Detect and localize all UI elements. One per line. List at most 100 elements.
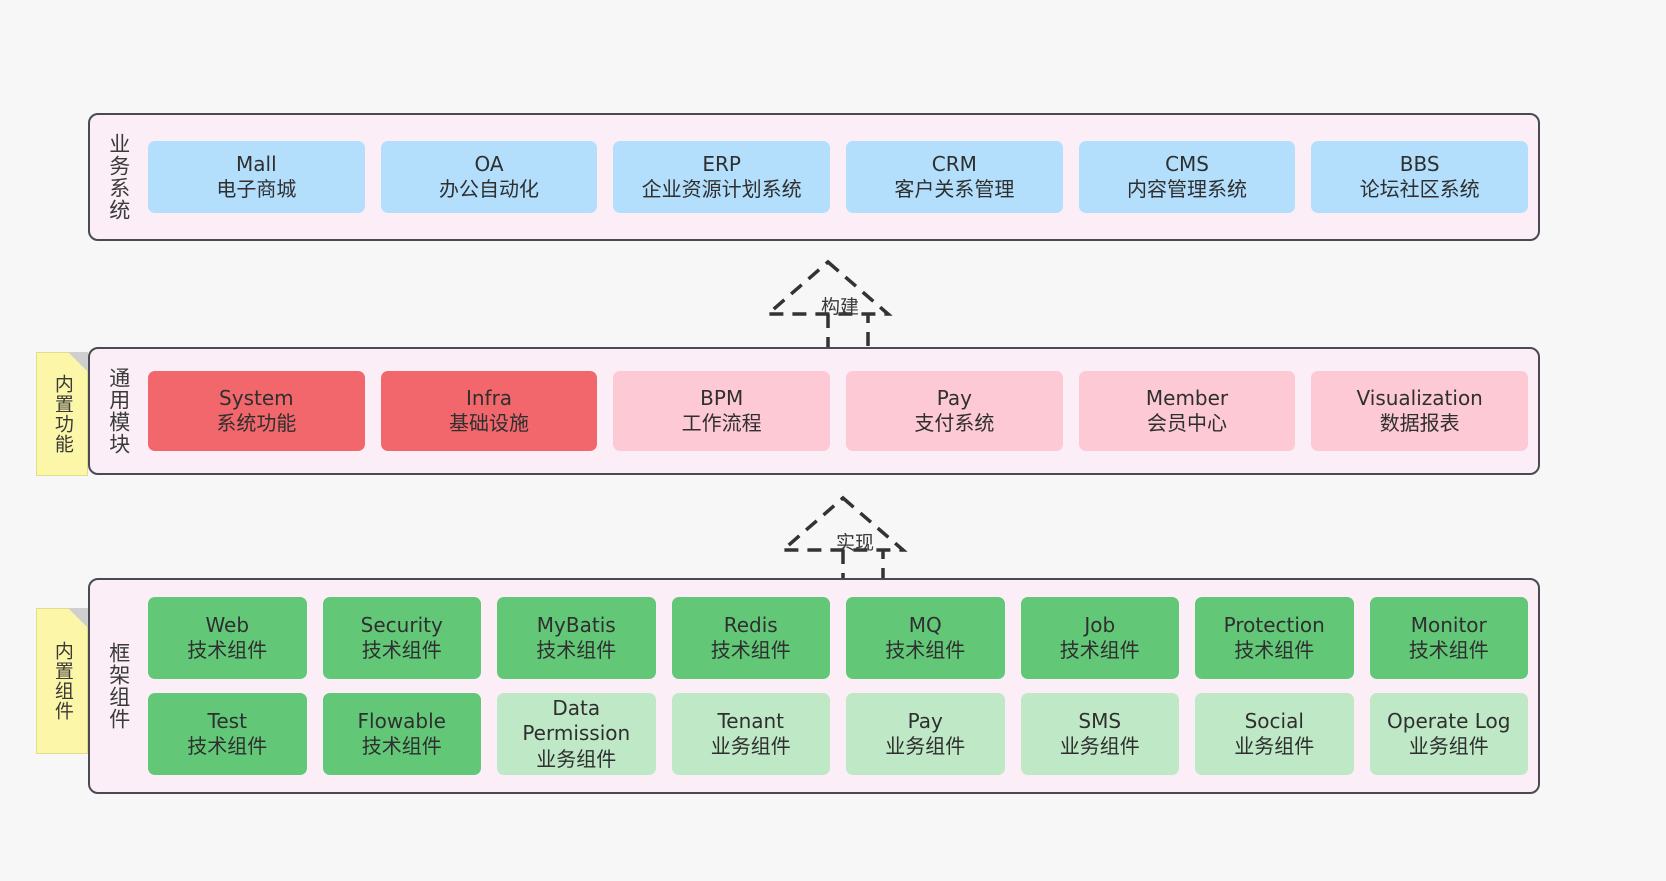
node-name: Infra <box>465 385 513 410</box>
node-subtitle: 系统功能 <box>216 411 297 435</box>
node-visualization[interactable]: Visualization 数据报表 <box>1311 371 1529 451</box>
node-name: Web <box>205 612 250 637</box>
node-name: System <box>219 385 294 410</box>
realization-arrow-icon <box>763 259 893 358</box>
node-name: Visualization <box>1356 385 1483 410</box>
node-subtitle: 业务组件 <box>885 734 966 758</box>
node-cms[interactable]: CMS 内容管理系统 <box>1078 141 1296 213</box>
node-subtitle: 技术组件 <box>361 638 442 662</box>
node-subtitle: 技术组件 <box>187 734 268 758</box>
node-mybatis[interactable]: MyBatis 技术组件 <box>497 597 656 679</box>
node-name: OA <box>474 151 504 176</box>
node-web[interactable]: Web 技术组件 <box>148 597 307 679</box>
node-name: Member <box>1145 385 1229 410</box>
layer-title-business: 业务系统 <box>106 133 131 221</box>
layer-common-modules: 通用模块 System 系统功能 Infra 基础设施 BPM 工作流程 Pay… <box>88 347 1540 475</box>
node-subtitle: 业务组件 <box>1059 734 1140 758</box>
node-redis[interactable]: Redis 技术组件 <box>671 597 830 679</box>
connector-label-build: 构建 <box>820 296 860 318</box>
node-row: Web 技术组件 Security 技术组件 MyBatis 技术组件 Redi… <box>148 597 1528 679</box>
node-data-permission[interactable]: Data Permission 业务组件 <box>497 693 656 775</box>
node-name: Operate Log <box>1387 708 1511 733</box>
node-mall[interactable]: Mall 电子商城 <box>148 141 365 213</box>
node-name: CRM <box>931 151 977 176</box>
node-subtitle: 业务组件 <box>1408 734 1489 758</box>
node-subtitle: 业务组件 <box>1234 734 1315 758</box>
node-oa[interactable]: OA 办公自动化 <box>380 141 598 213</box>
node-name: ERP <box>702 151 741 176</box>
node-subtitle: 技术组件 <box>187 638 268 662</box>
layer-framework-components: 框架组件 Web 技术组件 Security 技术组件 MyBatis 技术组件… <box>88 578 1540 794</box>
node-social[interactable]: Social 业务组件 <box>1195 693 1354 775</box>
node-name: Pay <box>907 708 943 733</box>
node-subtitle: 客户关系管理 <box>894 177 1015 201</box>
node-subtitle: 论坛社区系统 <box>1359 177 1480 201</box>
layer-business-systems: 业务系统 Mall 电子商城 OA 办公自动化 ERP 企业资源计划系统 CRM… <box>88 113 1540 241</box>
node-operate-log[interactable]: Operate Log 业务组件 <box>1369 693 1528 775</box>
node-test[interactable]: Test 技术组件 <box>148 693 307 775</box>
connector-build: 构建 <box>740 252 940 362</box>
node-name: MQ <box>908 612 942 637</box>
layer-body-framework: Web 技术组件 Security 技术组件 MyBatis 技术组件 Redi… <box>146 580 1538 792</box>
node-job[interactable]: Job 技术组件 <box>1020 597 1179 679</box>
node-row: System 系统功能 Infra 基础设施 BPM 工作流程 Pay 支付系统… <box>148 371 1529 451</box>
node-name: Protection <box>1223 612 1325 637</box>
node-subtitle: 技术组件 <box>361 734 442 758</box>
node-infra[interactable]: Infra 基础设施 <box>380 371 598 451</box>
node-name: Test <box>207 708 247 733</box>
node-pay-component[interactable]: Pay 业务组件 <box>846 693 1005 775</box>
node-subtitle: 技术组件 <box>1234 638 1315 662</box>
node-protection[interactable]: Protection 技术组件 <box>1195 597 1354 679</box>
node-subtitle: 技术组件 <box>885 638 966 662</box>
sticky-note-label: 内置组件 <box>51 641 74 721</box>
node-name: Social <box>1244 708 1304 733</box>
node-subtitle: 支付系统 <box>914 411 995 435</box>
node-name: Tenant <box>717 708 785 733</box>
layer-body-common: System 系统功能 Infra 基础设施 BPM 工作流程 Pay 支付系统… <box>146 349 1538 473</box>
node-tenant[interactable]: Tenant 业务组件 <box>671 693 830 775</box>
node-name: BPM <box>700 385 744 410</box>
node-subtitle: 办公自动化 <box>439 177 539 201</box>
node-name: SMS <box>1078 708 1122 733</box>
node-row: Mall 电子商城 OA 办公自动化 ERP 企业资源计划系统 CRM 客户关系… <box>148 141 1529 213</box>
node-subtitle: 技术组件 <box>710 638 791 662</box>
node-name: CMS <box>1165 151 1209 176</box>
node-flowable[interactable]: Flowable 技术组件 <box>322 693 481 775</box>
node-subtitle: 技术组件 <box>1059 638 1140 662</box>
node-subtitle: 基础设施 <box>449 411 529 435</box>
node-bbs[interactable]: BBS 论坛社区系统 <box>1311 141 1529 213</box>
layer-title-common: 通用模块 <box>106 367 131 455</box>
node-subtitle: 业务组件 <box>536 746 617 771</box>
realization-arrow-icon <box>778 495 908 594</box>
node-subtitle: 会员中心 <box>1147 411 1228 435</box>
connector-label-implement: 实现 <box>835 532 875 554</box>
node-subtitle: 数据报表 <box>1379 411 1460 435</box>
node-subtitle: 企业资源计划系统 <box>641 177 802 201</box>
node-security[interactable]: Security 技术组件 <box>322 597 481 679</box>
node-name: MyBatis <box>536 612 616 637</box>
node-row: Test 技术组件 Flowable 技术组件 Data Permission … <box>148 693 1528 775</box>
node-monitor[interactable]: Monitor 技术组件 <box>1369 597 1528 679</box>
sticky-note-builtin-functions: 内置功能 <box>36 352 88 476</box>
sticky-note-builtin-components: 内置组件 <box>36 608 88 754</box>
layer-title-framework: 框架组件 <box>106 642 131 730</box>
node-bpm[interactable]: BPM 工作流程 <box>613 371 831 451</box>
sticky-note-label: 内置功能 <box>51 374 74 454</box>
connector-implement: 实现 <box>755 488 955 598</box>
node-name: BBS <box>1399 151 1440 176</box>
node-name: Mall <box>236 151 277 176</box>
node-mq[interactable]: MQ 技术组件 <box>846 597 1005 679</box>
node-sms[interactable]: SMS 业务组件 <box>1020 693 1179 775</box>
node-name: Security <box>360 612 443 637</box>
node-subtitle: 电子商城 <box>216 177 297 201</box>
node-subtitle: 技术组件 <box>1408 638 1489 662</box>
node-pay[interactable]: Pay 支付系统 <box>846 371 1063 451</box>
node-subtitle: 内容管理系统 <box>1127 177 1248 201</box>
node-crm[interactable]: CRM 客户关系管理 <box>846 141 1063 213</box>
node-member[interactable]: Member 会员中心 <box>1078 371 1296 451</box>
node-system[interactable]: System 系统功能 <box>148 371 365 451</box>
node-name: Pay <box>936 385 972 410</box>
node-erp[interactable]: ERP 企业资源计划系统 <box>613 141 831 213</box>
node-subtitle: 业务组件 <box>710 734 791 758</box>
